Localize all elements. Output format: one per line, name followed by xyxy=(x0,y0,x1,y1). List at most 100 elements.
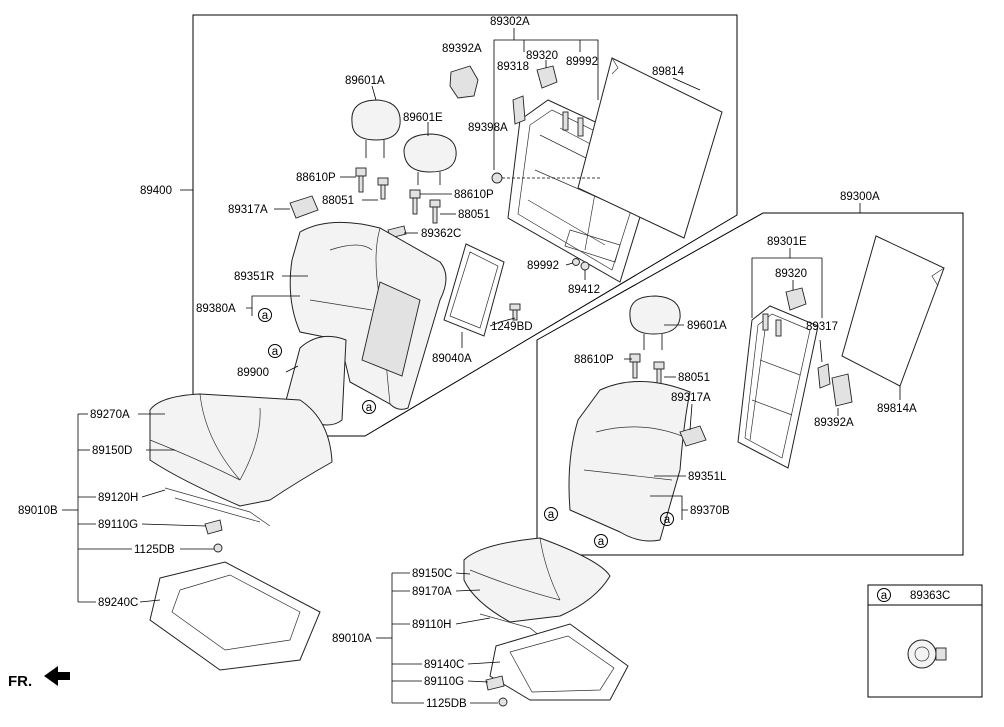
label-89140C: 89140C xyxy=(424,659,464,671)
label-1125DB-right: 1125DB xyxy=(426,698,467,710)
leader-lines xyxy=(62,28,901,704)
seatback-cover-89380A xyxy=(289,221,447,410)
bracket-89392A-top xyxy=(449,65,479,99)
label-89392A-right: 89392A xyxy=(814,417,854,429)
label-88051-c: 88051 xyxy=(678,372,710,384)
label-89380A: 89380A xyxy=(196,303,236,315)
clip-89110G-right xyxy=(485,675,505,691)
label-89110G-right: 89110G xyxy=(424,676,464,688)
callout-a-4: a xyxy=(544,507,558,521)
legend-box xyxy=(867,584,983,698)
label-89370B: 89370B xyxy=(690,505,730,517)
back-board-89814A xyxy=(841,235,945,387)
clip-89317 xyxy=(817,363,831,389)
clip-89363C xyxy=(907,639,947,669)
label-89814A: 89814A xyxy=(877,403,917,415)
label-89300A: 89300A xyxy=(840,191,880,203)
svg-text:a: a xyxy=(548,509,555,521)
label-fr: FR. xyxy=(8,673,32,690)
pan-89140C xyxy=(489,623,629,701)
label-89120H: 89120H xyxy=(98,492,138,504)
callout-a-5: a xyxy=(660,512,674,526)
label-89110H: 89110H xyxy=(412,619,451,631)
guide-88610P-a xyxy=(355,167,367,193)
label-89320-right: 89320 xyxy=(775,268,807,280)
label-89270A: 89270A xyxy=(90,409,130,421)
guide-88051-c xyxy=(653,361,665,386)
clip-89318 xyxy=(512,95,526,125)
svg-text:a: a xyxy=(272,346,279,358)
frame-rear-seatback-right xyxy=(536,212,964,556)
label-89317A-top: 89317A xyxy=(228,204,268,216)
label-89392A-top: 89392A xyxy=(442,43,482,55)
label-89010B: 89010B xyxy=(18,505,58,517)
svg-text:a: a xyxy=(598,536,605,548)
callout-a-3: a xyxy=(362,400,376,414)
wire-89120H xyxy=(164,487,271,527)
front-arrow-icon xyxy=(44,666,70,686)
label-89240C: 89240C xyxy=(98,597,138,609)
callout-a-2: a xyxy=(268,344,282,358)
guide-88051-a xyxy=(377,177,389,200)
label-89351L: 89351L xyxy=(688,471,727,483)
bolt-1249BD xyxy=(509,303,521,321)
callout-a-1: a xyxy=(258,308,272,322)
label-89317: 89317 xyxy=(806,321,838,333)
label-89150D: 89150D xyxy=(92,445,132,457)
headrest-89601A-right xyxy=(629,295,681,350)
svg-text:a: a xyxy=(664,514,671,526)
label-89362C: 89362C xyxy=(421,228,461,240)
escutcheon-89317A-top xyxy=(289,195,319,219)
callout-a-6: a xyxy=(594,534,608,548)
headrest-89601A-top xyxy=(351,99,401,158)
bolt-1125DB-left xyxy=(213,543,223,553)
label-89301E: 89301E xyxy=(767,236,807,248)
seatback-frame-89301E xyxy=(737,305,819,469)
label-89010A: 89010A xyxy=(332,633,372,645)
svg-text:a: a xyxy=(366,402,373,414)
label-89110G-left: 89110G xyxy=(98,519,138,531)
label-89412: 89412 xyxy=(568,284,600,296)
label-1125DB-left: 1125DB xyxy=(134,544,175,556)
label-89398A: 89398A xyxy=(468,122,508,134)
seatback-cover-89370B xyxy=(568,381,691,542)
guide-88051-b xyxy=(429,199,441,224)
label-88610P-b: 88610P xyxy=(454,189,494,201)
label-89400: 89400 xyxy=(140,185,172,197)
guide-88610P-b xyxy=(409,189,421,215)
label-89601A-right: 89601A xyxy=(687,320,727,332)
frame-rear-seatback-left xyxy=(192,14,738,437)
guide-88610P-c xyxy=(629,353,641,379)
label-89150C: 89150C xyxy=(412,568,452,580)
panel-89040A xyxy=(443,243,505,337)
label-89601E: 89601E xyxy=(403,112,443,124)
nut-89398A xyxy=(491,172,503,184)
bolt-1125DB-right xyxy=(498,697,508,707)
label-1249BD: 1249BD xyxy=(491,321,533,333)
svg-text:a: a xyxy=(262,310,269,322)
headrest-89601E xyxy=(403,133,457,185)
label-89317A-right: 89317A xyxy=(671,392,711,404)
label-89302A: 89302A xyxy=(490,16,530,28)
label-89318: 89318 xyxy=(497,61,529,73)
cover-89320-top xyxy=(536,65,558,89)
label-88610P-a: 88610P xyxy=(296,172,336,184)
callout-a-legend: a xyxy=(877,588,891,602)
label-89040A: 89040A xyxy=(432,353,472,365)
pan-89240C xyxy=(149,561,321,671)
label-89992-mid: 89992 xyxy=(527,260,559,272)
label-89320-top: 89320 xyxy=(526,50,558,62)
label-88051-a: 88051 xyxy=(322,195,354,207)
label-89900: 89900 xyxy=(237,367,269,379)
label-89601A-top: 89601A xyxy=(345,75,385,87)
seat-cushion-89270A xyxy=(149,393,333,507)
clip-89110G-left xyxy=(204,519,223,535)
label-88051-b: 88051 xyxy=(458,209,490,221)
seat-cushion-89170A xyxy=(463,537,611,623)
label-89363C: 89363C xyxy=(910,590,950,602)
bolt-89412 xyxy=(580,261,590,271)
nut-89992-mid xyxy=(572,258,580,266)
label-89170A: 89170A xyxy=(412,586,452,598)
label-88610P-c: 88610P xyxy=(574,354,614,366)
